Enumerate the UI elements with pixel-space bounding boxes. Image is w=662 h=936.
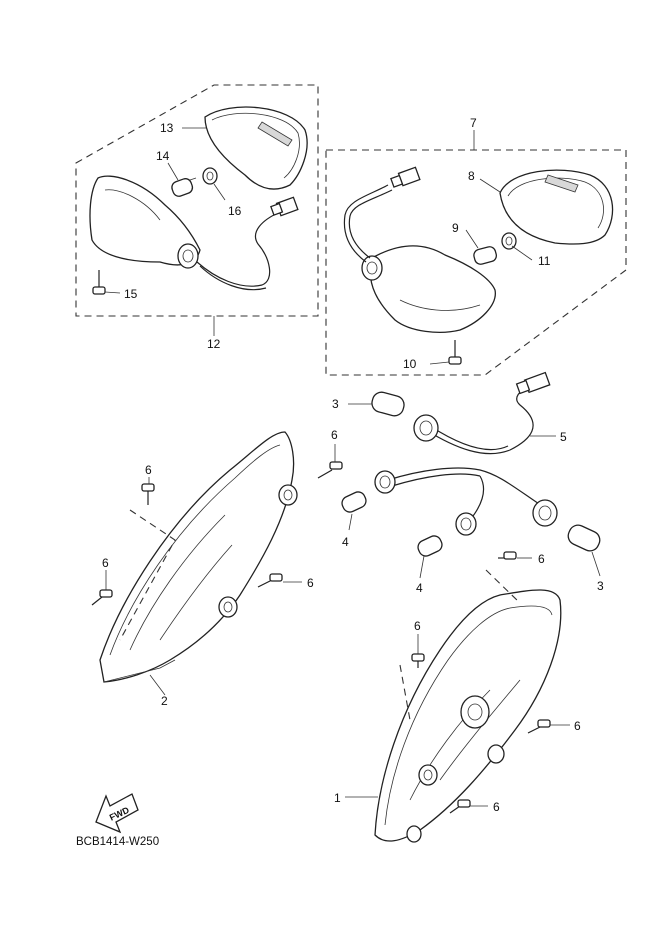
screw-6-h2-b bbox=[91, 589, 113, 606]
screw-6-h1-a bbox=[498, 551, 517, 560]
grommet-11 bbox=[501, 232, 517, 250]
callouts: 13 14 16 15 12 7 8 9 11 10 3 5 4 4 3 6 6… bbox=[102, 116, 604, 814]
socket-mid-left bbox=[374, 470, 396, 494]
callout-5: 5 bbox=[560, 430, 567, 444]
assembly-7-group bbox=[325, 149, 627, 376]
callout-8: 8 bbox=[468, 169, 475, 183]
callout-6-g: 6 bbox=[574, 719, 581, 733]
callout-14: 14 bbox=[156, 149, 170, 163]
callout-16: 16 bbox=[228, 204, 242, 218]
leader-lines bbox=[104, 127, 601, 807]
bulb-4-lower bbox=[417, 535, 443, 557]
connector-5 bbox=[515, 371, 551, 395]
screw-6-h2-a bbox=[141, 483, 155, 505]
lens-13 bbox=[204, 106, 308, 190]
housing-2 bbox=[99, 431, 298, 683]
callout-1: 1 bbox=[334, 791, 341, 805]
screw-6-h1-b bbox=[411, 653, 425, 668]
callout-13: 13 bbox=[160, 121, 174, 135]
bulb-14 bbox=[171, 177, 197, 197]
housing-7 bbox=[361, 245, 496, 333]
housing-12 bbox=[89, 175, 201, 269]
forward-arrow-icon: FWD bbox=[95, 793, 139, 834]
screw-6-h2-c bbox=[317, 461, 343, 479]
callout-2: 2 bbox=[161, 694, 168, 708]
socket-mid bbox=[455, 512, 477, 536]
screw-15 bbox=[92, 270, 106, 295]
callout-11: 11 bbox=[538, 254, 551, 268]
bulb-9 bbox=[473, 246, 497, 265]
callout-6-f: 6 bbox=[414, 619, 421, 633]
lens-8 bbox=[499, 169, 614, 245]
callout-4-upper: 4 bbox=[342, 535, 349, 549]
screw-10 bbox=[448, 340, 462, 365]
callout-6-e: 6 bbox=[538, 552, 545, 566]
callout-9: 9 bbox=[452, 221, 459, 235]
screw-6-h1-d bbox=[449, 799, 471, 814]
housing-1 bbox=[374, 569, 562, 843]
assembly-12-group bbox=[75, 84, 319, 317]
bulb-4-upper bbox=[341, 491, 367, 513]
socket-right bbox=[532, 499, 558, 527]
callout-6-d: 6 bbox=[307, 576, 314, 590]
bulb-3-upper bbox=[371, 391, 405, 417]
grommet-16 bbox=[202, 167, 218, 185]
callout-3-lower: 3 bbox=[597, 579, 604, 593]
callout-4-lower: 4 bbox=[416, 581, 423, 595]
socket-upper bbox=[413, 414, 439, 442]
callout-10: 10 bbox=[403, 357, 417, 371]
connector-7 bbox=[390, 166, 421, 188]
callout-3-upper: 3 bbox=[332, 397, 339, 411]
callout-6-b: 6 bbox=[145, 463, 152, 477]
harness-5 bbox=[374, 371, 558, 536]
connector-12 bbox=[270, 196, 299, 217]
callout-6-a: 6 bbox=[331, 428, 338, 442]
screw-6-h2-d bbox=[257, 573, 283, 588]
callout-15: 15 bbox=[124, 287, 138, 301]
callout-7: 7 bbox=[470, 116, 477, 130]
callout-6-c: 6 bbox=[102, 556, 109, 570]
callout-6-h: 6 bbox=[493, 800, 500, 814]
screw-6-h1-c bbox=[527, 719, 551, 734]
bulb-3-lower bbox=[567, 524, 601, 552]
callout-12: 12 bbox=[207, 337, 221, 351]
diagram-code: BCB1414-W250 bbox=[76, 836, 159, 848]
